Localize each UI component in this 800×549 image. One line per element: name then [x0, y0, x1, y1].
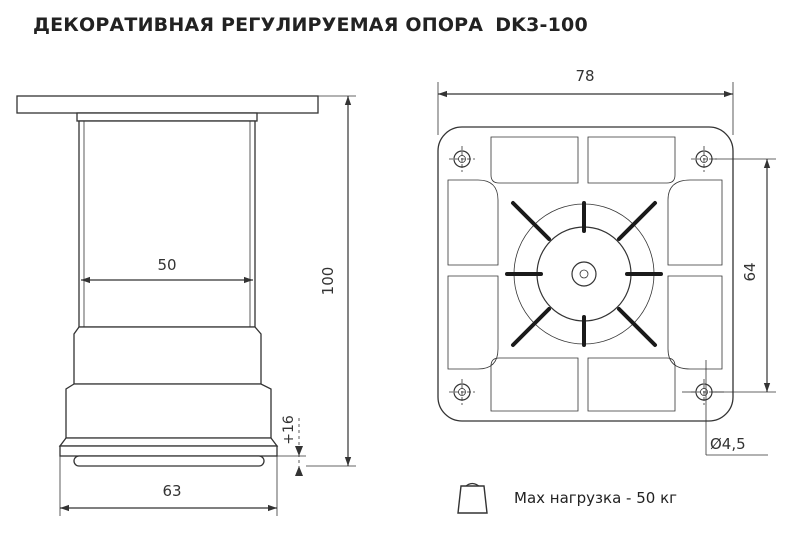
dim-label-adjustment: +16: [281, 415, 297, 445]
dim-label-base: 63: [162, 482, 181, 500]
page-title: ДЕКОРАТИВНАЯ РЕГУЛИРУЕМАЯ ОПОРА DK3-100: [33, 14, 588, 36]
base-ring: [59, 445, 278, 457]
top-view: 78 64 Ø4,5: [437, 67, 776, 456]
plate-neck: [76, 112, 258, 122]
dim-label-tube: 50: [157, 256, 176, 274]
screw-hole: [449, 379, 475, 405]
title-model: DK3-100: [495, 14, 588, 36]
weight-icon: [457, 482, 488, 514]
base-pad: [73, 455, 265, 467]
side-view: 50 100 +16 63: [16, 95, 356, 516]
dim-label-spacing: 64: [741, 262, 759, 281]
tube: [78, 120, 256, 328]
title-main: ДЕКОРАТИВНАЯ РЕГУЛИРУЕМАЯ ОПОРА: [33, 14, 484, 36]
screw-hole: [449, 146, 475, 172]
center-hole: [571, 261, 597, 287]
base-chamfer: [58, 437, 279, 447]
plate-pockets: [447, 136, 723, 412]
mounting-plate-side: [16, 95, 319, 114]
adjuster-body: [73, 326, 262, 385]
max-load-label: Max нагрузка - 50 кг: [514, 489, 678, 507]
dim-label-plate: 78: [575, 67, 594, 85]
adjuster-base: [65, 383, 272, 439]
radial-ribs: [505, 201, 663, 347]
dim-label-height: 100: [319, 267, 337, 296]
dim-label-hole: Ø4,5: [710, 435, 746, 453]
